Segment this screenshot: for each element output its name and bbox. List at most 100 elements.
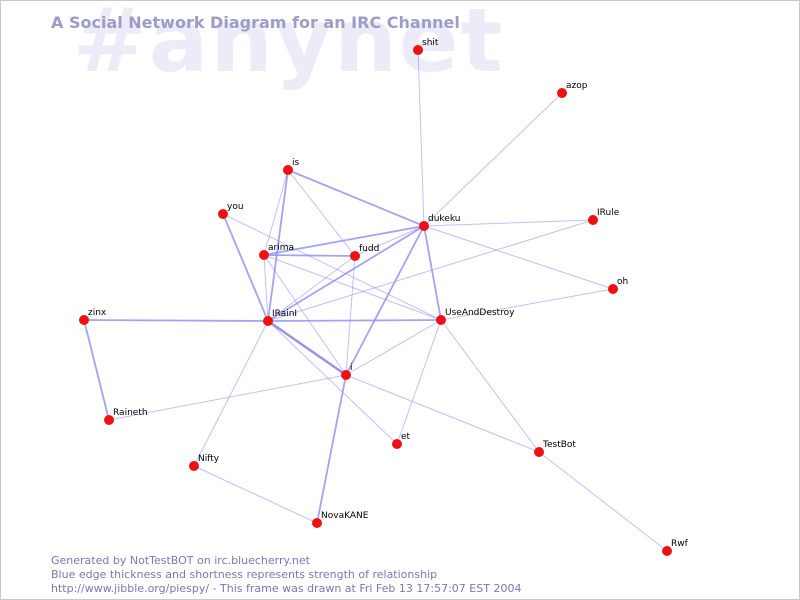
edge-dukeku-IRainI bbox=[267, 225, 425, 322]
node-dot-is bbox=[283, 165, 293, 175]
diagram-title: A Social Network Diagram for an IRC Chan… bbox=[51, 13, 460, 32]
node-label-et: et bbox=[401, 432, 411, 442]
node-azop: azop bbox=[557, 81, 588, 98]
edge-dukeku-fudd bbox=[354, 225, 425, 257]
edge-you-UseAndDestroy bbox=[222, 213, 442, 321]
edge-arima-i bbox=[263, 254, 347, 376]
node-label-UseAndDestroy: UseAndDestroy bbox=[445, 308, 515, 318]
edge-i-Raineth bbox=[108, 374, 347, 421]
edge-oh-UseAndDestroy bbox=[440, 288, 614, 321]
node-label-Rwf: Rwf bbox=[671, 539, 689, 549]
node-label-dukeku: dukeku bbox=[428, 214, 460, 224]
edge-dukeku-arima bbox=[263, 225, 425, 256]
node-Nifty: Nifty bbox=[189, 454, 220, 471]
footer-url-timestamp-line: http://www.jibble.org/piespy/ - This fra… bbox=[51, 582, 522, 595]
node-dot-fudd bbox=[350, 251, 360, 261]
edge-is-IRainI bbox=[267, 169, 289, 322]
node-et: et bbox=[392, 432, 411, 449]
edge-is-fudd bbox=[287, 169, 356, 257]
node-arima: arima bbox=[259, 243, 294, 260]
node-dot-arima bbox=[259, 250, 269, 260]
edge-dukeku-IRule bbox=[423, 219, 594, 227]
edge-dukeku-UseAndDestroy bbox=[423, 225, 442, 321]
edge-fudd-i bbox=[345, 255, 356, 376]
node-zinx: zinx bbox=[79, 308, 107, 325]
edge-IRainI-UseAndDestroy bbox=[267, 319, 442, 322]
edge-IRainI-Nifty bbox=[193, 320, 269, 467]
edge-zinx-IRainI bbox=[83, 319, 269, 322]
node-label-IRainI: IRainI bbox=[272, 309, 297, 319]
edge-is-arima bbox=[263, 169, 289, 256]
node-dot-Rwf bbox=[662, 546, 672, 556]
node-label-zinx: zinx bbox=[88, 308, 107, 318]
node-label-you: you bbox=[227, 202, 244, 212]
edge-dukeku-oh bbox=[423, 225, 614, 290]
edge-zinx-Raineth bbox=[83, 319, 110, 421]
node-dot-IRainI bbox=[263, 316, 273, 326]
node-dot-oh bbox=[608, 284, 618, 294]
node-UseAndDestroy: UseAndDestroy bbox=[436, 308, 515, 325]
edge-shit-dukeku bbox=[417, 49, 425, 227]
edge-i-NovaKANE bbox=[316, 374, 347, 524]
node-label-i: i bbox=[350, 363, 353, 373]
channel-watermark: #anynet bbox=[73, 0, 505, 92]
node-dot-azop bbox=[557, 88, 567, 98]
edge-UseAndDestroy-et bbox=[396, 319, 442, 445]
node-dukeku: dukeku bbox=[419, 214, 460, 231]
node-label-TestBot: TestBot bbox=[542, 440, 576, 450]
footer-legend-line: Blue edge thickness and shortness repres… bbox=[51, 568, 438, 581]
node-TestBot: TestBot bbox=[534, 440, 576, 457]
edge-fudd-IRainI bbox=[267, 255, 356, 322]
node-label-arima: arima bbox=[268, 243, 294, 253]
node-fudd: fudd bbox=[350, 244, 379, 261]
node-NovaKANE: NovaKANE bbox=[312, 511, 369, 528]
edge-TestBot-Rwf bbox=[538, 451, 668, 552]
node-label-is: is bbox=[292, 158, 300, 168]
node-dot-i bbox=[341, 370, 351, 380]
node-dot-TestBot bbox=[534, 447, 544, 457]
node-dot-shit bbox=[413, 45, 423, 55]
node-label-fudd: fudd bbox=[359, 244, 379, 254]
edge-IRainI-i bbox=[266, 319, 348, 377]
node-you: you bbox=[218, 202, 244, 219]
node-dot-UseAndDestroy bbox=[436, 315, 446, 325]
node-dot-Nifty bbox=[189, 461, 199, 471]
edge-azop-dukeku bbox=[423, 92, 563, 227]
node-dot-Raineth bbox=[104, 415, 114, 425]
node-IRainI: IRainI bbox=[263, 309, 297, 326]
node-is: is bbox=[283, 158, 300, 175]
node-label-oh: oh bbox=[617, 277, 628, 287]
footer: Generated by NotTestBOT on irc.bluecherr… bbox=[51, 554, 521, 596]
edge-IRule-IRainI bbox=[267, 219, 594, 322]
edge-arima-fudd bbox=[263, 254, 356, 257]
node-dot-NovaKANE bbox=[312, 518, 322, 528]
edge-IRainI-et bbox=[267, 320, 398, 445]
node-label-Raineth: Raineth bbox=[113, 408, 148, 418]
node-shit: shit bbox=[413, 38, 439, 55]
node-dot-et bbox=[392, 439, 402, 449]
node-label-NovaKANE: NovaKANE bbox=[321, 511, 369, 521]
edge-UseAndDestroy-TestBot bbox=[440, 319, 540, 453]
footer-generator-line: Generated by NotTestBOT on irc.bluecherr… bbox=[51, 554, 310, 567]
edge-is-dukeku bbox=[287, 169, 425, 227]
node-layer: shit azop is you dukeku IRule arima fudd oh zinx I… bbox=[79, 38, 689, 556]
node-dot-zinx bbox=[79, 315, 89, 325]
node-Rwf: Rwf bbox=[662, 539, 689, 556]
edge-arima-IRainI bbox=[263, 254, 269, 322]
edge-Nifty-NovaKANE bbox=[193, 465, 318, 524]
node-label-Nifty: Nifty bbox=[198, 454, 220, 464]
edge-you-IRainI bbox=[222, 213, 269, 322]
node-label-IRule: IRule bbox=[597, 208, 620, 218]
node-label-shit: shit bbox=[422, 38, 439, 48]
edge-layer bbox=[83, 49, 668, 552]
node-dot-IRule bbox=[588, 215, 598, 225]
node-i: i bbox=[341, 363, 353, 380]
node-label-azop: azop bbox=[566, 81, 588, 91]
node-oh: oh bbox=[608, 277, 628, 294]
node-dot-you bbox=[218, 209, 228, 219]
edge-dukeku-i bbox=[345, 225, 425, 376]
node-IRule: IRule bbox=[588, 208, 620, 225]
node-dot-dukeku bbox=[419, 221, 429, 231]
